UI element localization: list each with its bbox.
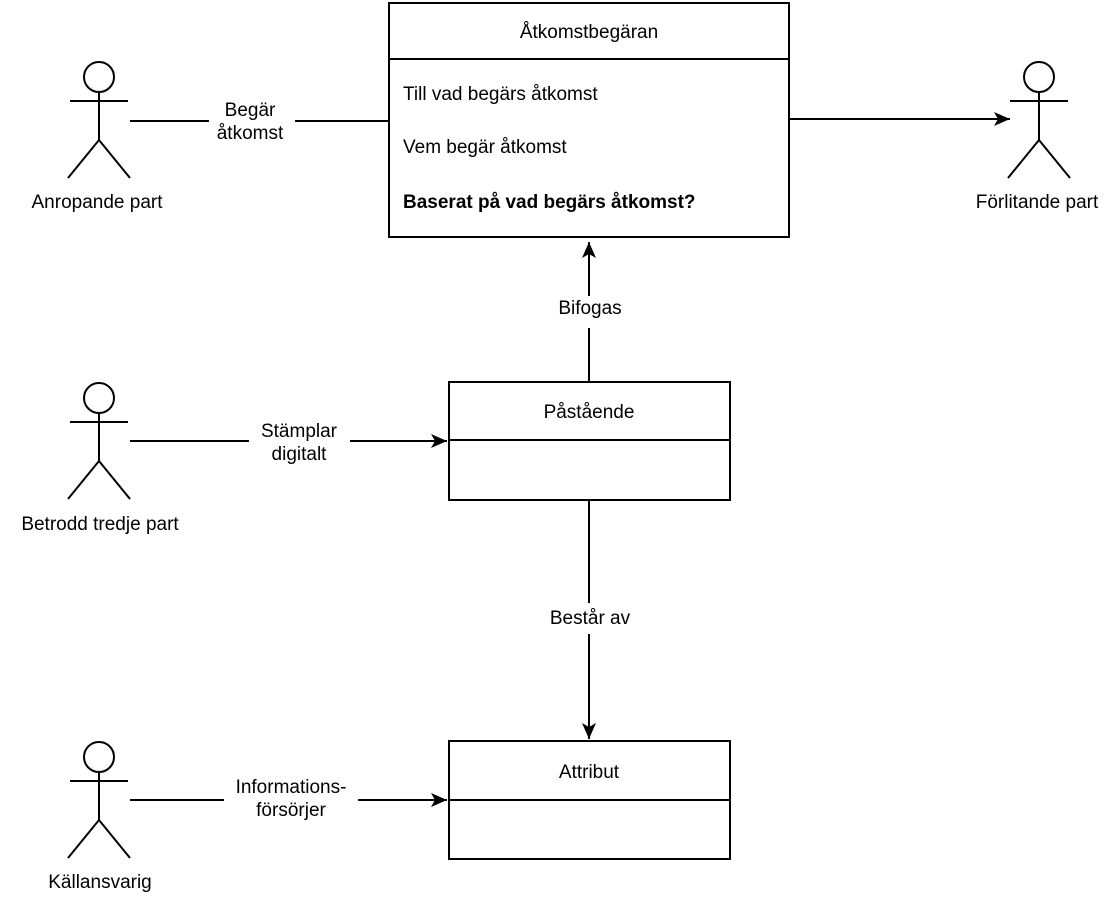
actor-anropande-part-leg-left [67,139,100,179]
class-atkomstbegaran-attribute-1: Till vad begärs åtkomst [403,84,598,105]
relation-begar-atkomst-label-line2: åtkomst [217,123,284,144]
relation-informationsforsorjer: Informations- försörjer [130,777,447,821]
class-atkomstbegaran: Åtkomstbegäran Till vad begärs åtkomst V… [388,2,790,238]
actor-kallansvarig-leg-left [67,819,100,859]
actor-forlitande-part: Förlitande part [976,61,1099,213]
relation-informationsforsorjer-label-bg [224,777,358,820]
actor-betrodd-tredje-part: Betrodd tredje part [21,382,179,535]
actor-betrodd-tredje-part-leg-right [98,460,131,500]
relation-begar-atkomst: Begär åtkomst [130,99,389,144]
relation-stamplar-digitalt-label-bg [249,420,350,463]
class-atkomstbegaran-attribute-2: Vem begär åtkomst [403,137,567,158]
actor-betrodd-tredje-part-label: Betrodd tredje part [21,514,179,535]
actor-anropande-part: Anropande part [32,61,164,213]
relation-bifogas-label: Bifogas [558,298,621,319]
actor-forlitande-part-label: Förlitande part [976,192,1099,213]
relation-begar-atkomst-label-bg [209,99,295,144]
relation-bestar-av-label: Består av [550,608,631,629]
actor-anropande-part-head-icon [83,61,115,93]
relation-bifogas-label-bg [550,296,629,328]
relation-stamplar-digitalt-label-line2: digitalt [272,444,328,465]
relation-stamplar-digitalt: Stämplar digitalt [130,420,447,465]
actor-forlitande-part-head-icon [1023,61,1055,93]
class-attribut-title: Attribut [559,762,620,783]
actor-kallansvarig: Källansvarig [48,741,152,893]
actor-forlitande-part-leg-right [1038,139,1071,179]
class-attribut: Attribut [448,740,731,860]
actor-kallansvarig-leg-right [98,819,131,859]
actor-anropande-part-leg-right [98,139,131,179]
relation-bestar-av: Består av [544,500,637,739]
actor-betrodd-tredje-part-leg-left [67,460,100,500]
actor-kallansvarig-label: Källansvarig [48,872,152,893]
actor-betrodd-tredje-part-head-icon [83,382,115,414]
relation-begar-atkomst-label-line1: Begär [225,100,276,121]
class-pastaende-title: Påstående [544,402,635,423]
class-atkomstbegaran-box [388,2,790,238]
class-pastaende: Påstående [448,381,731,501]
relation-informationsforsorjer-label-line1: Informations- [236,777,347,798]
actor-anropande-part-label: Anropande part [32,192,164,213]
relation-stamplar-digitalt-label-line1: Stämplar [261,421,338,442]
relation-informationsforsorjer-label-line2: försörjer [256,800,326,821]
actor-forlitande-part-leg-left [1007,139,1040,179]
relation-bestar-av-label-bg [544,603,637,634]
relation-bifogas: Bifogas [550,242,629,382]
actor-kallansvarig-head-icon [83,741,115,773]
class-atkomstbegaran-attribute-3: Baserat på vad begärs åtkomst? [403,192,696,213]
class-atkomstbegaran-title: Åtkomstbegäran [520,22,658,43]
